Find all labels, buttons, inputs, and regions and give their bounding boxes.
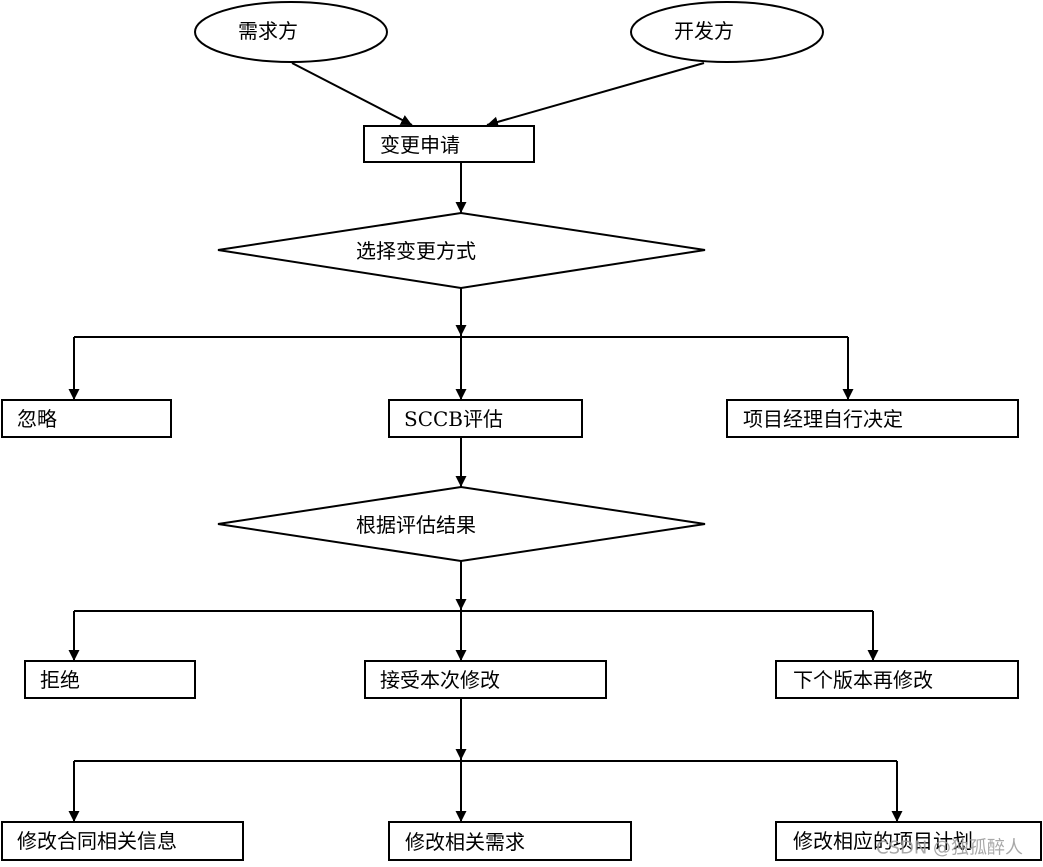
node-contract: 修改合同相关信息 [1, 821, 244, 861]
label-plan: 修改相应的项目计划 [793, 829, 973, 853]
label-ignore: 忽略 [17, 407, 57, 431]
label-decision-2: 根据评估结果 [356, 513, 476, 537]
node-change-request: 变更申请 [363, 125, 535, 163]
node-sccb: SCCB评估 [388, 399, 583, 438]
node-reject: 拒绝 [24, 660, 196, 699]
box-requirements [388, 821, 632, 861]
box-contract [1, 821, 244, 861]
edge-dev-to-request [486, 62, 705, 128]
node-dev-side: 开发方 [630, 1, 824, 63]
box-change-request [363, 125, 535, 163]
label-sccb: SCCB评估 [404, 407, 503, 431]
label-dev-side: 开发方 [674, 19, 734, 43]
box-next-version [775, 660, 1019, 699]
label-change-request: 变更申请 [380, 133, 460, 157]
label-accept: 接受本次修改 [380, 668, 500, 692]
label-requirements: 修改相关需求 [405, 830, 525, 854]
label-reject: 拒绝 [40, 668, 80, 692]
node-ignore: 忽略 [1, 399, 172, 438]
ellipse-demand-side [194, 1, 388, 63]
box-sccb [388, 399, 583, 438]
node-plan: 修改相应的项目计划 [775, 821, 1042, 861]
diamond-decision-2 [217, 485, 706, 563]
box-accept [364, 660, 607, 699]
label-decision-1: 选择变更方式 [356, 239, 476, 263]
label-contract: 修改合同相关信息 [17, 829, 177, 853]
node-accept: 接受本次修改 [364, 660, 607, 699]
diamond-decision-1 [217, 211, 706, 290]
label-next-version: 下个版本再修改 [793, 668, 933, 692]
node-demand-side: 需求方 [194, 1, 388, 63]
node-decision-1: 选择变更方式 [217, 211, 706, 290]
label-pm-decides: 项目经理自行决定 [743, 407, 903, 431]
node-requirements: 修改相关需求 [388, 821, 632, 861]
watermark-text: CSDN @独孤醉人 [876, 838, 1023, 859]
box-plan [775, 821, 1042, 861]
node-decision-2: 根据评估结果 [217, 485, 706, 563]
box-pm-decides [726, 399, 1019, 438]
label-demand-side: 需求方 [238, 19, 298, 43]
node-next-version: 下个版本再修改 [775, 660, 1019, 699]
node-pm-decides: 项目经理自行决定 [726, 399, 1019, 438]
ellipse-dev-side [630, 1, 824, 63]
box-reject [24, 660, 196, 699]
box-ignore [1, 399, 172, 438]
edge-demand-to-request [291, 62, 413, 126]
